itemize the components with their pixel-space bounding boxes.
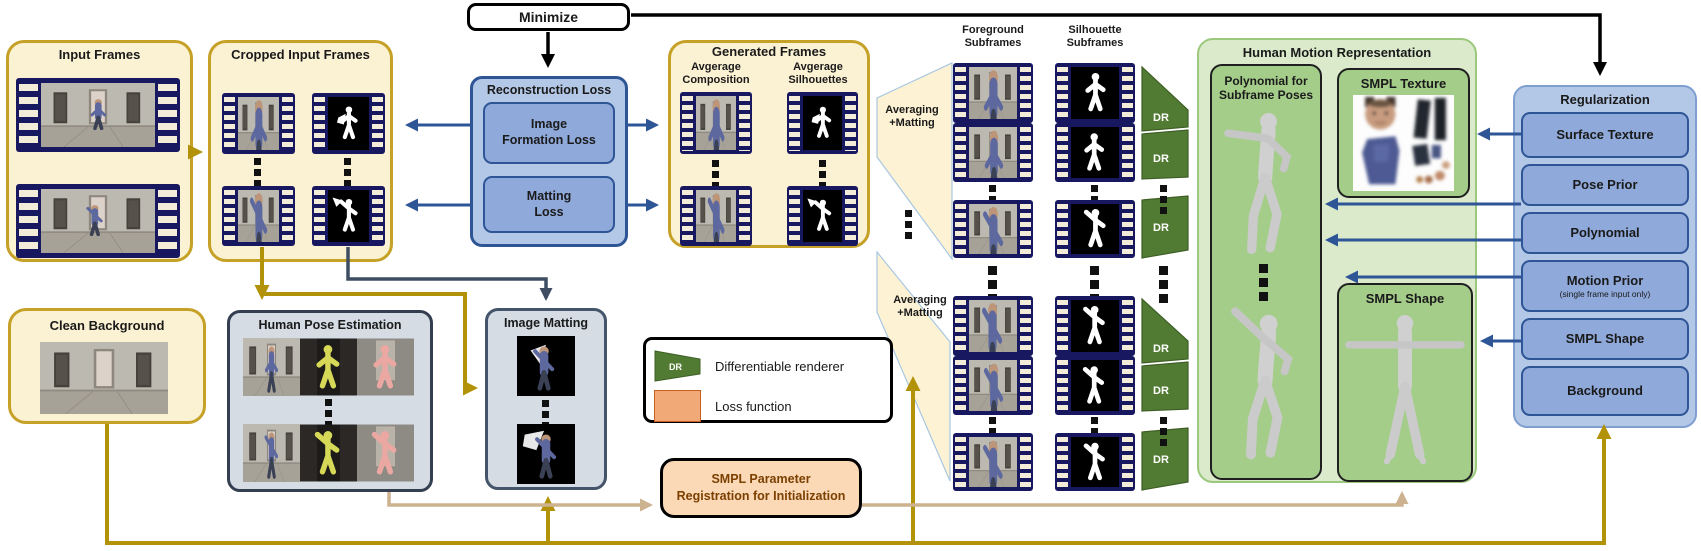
mesh-figure-pose-1 bbox=[1208, 108, 1324, 268]
ellipsis-dots bbox=[819, 160, 826, 189]
ellipsis-dots bbox=[712, 160, 719, 189]
legend-row-renderer: DR Differentiable renderer bbox=[654, 346, 882, 386]
matting-loss-box: Matting Loss bbox=[483, 176, 615, 233]
film-strip-cropped-sil-2 bbox=[312, 186, 385, 246]
film-strip-foreground bbox=[953, 296, 1033, 356]
smpl-registration-label: SMPL Parameter bbox=[711, 472, 811, 487]
human-pose-estimation-title: Human Pose Estimation bbox=[258, 318, 402, 332]
smpl-shape-title: SMPL Shape bbox=[1365, 291, 1445, 306]
generated-frames-title: Generated Frames bbox=[711, 44, 827, 59]
film-strip-foreground bbox=[953, 63, 1033, 123]
film-strip-silhouette bbox=[1055, 296, 1135, 356]
pose-estimation-row-2 bbox=[243, 424, 414, 482]
film-sprockets bbox=[158, 82, 177, 148]
human-motion-representation-title: Human Motion Representation bbox=[1242, 45, 1432, 60]
film-strip-foreground bbox=[953, 356, 1033, 415]
regularization-item-smpl-shape: SMPL Shape bbox=[1521, 318, 1689, 360]
minimize-box: Minimize bbox=[467, 3, 630, 31]
minimize-label: Minimize bbox=[518, 9, 579, 25]
ellipsis-dots bbox=[344, 158, 351, 187]
dr-renderer-label: DR bbox=[669, 362, 682, 372]
legend-loss-label: Loss function bbox=[715, 398, 792, 414]
smpl-registration-box: SMPL Parameter Registration for Initiali… bbox=[660, 458, 862, 518]
film-strip-cropped-rgb-2 bbox=[222, 186, 295, 246]
image-formation-loss-label: Formation Loss bbox=[502, 133, 596, 147]
film-strip-generated-rgb-2 bbox=[680, 186, 752, 246]
dr-trapezoid bbox=[1141, 195, 1189, 259]
mesh-figure-pose-2 bbox=[1208, 306, 1324, 474]
film-strip-silhouette bbox=[1055, 356, 1135, 415]
film-strip-foreground bbox=[953, 123, 1033, 182]
regularization-title: Regularization bbox=[1560, 92, 1650, 107]
ellipsis-dots bbox=[1160, 417, 1167, 446]
matting-loss-label: Loss bbox=[534, 204, 564, 219]
film-strip-silhouette bbox=[1055, 63, 1135, 123]
film-strip-foreground bbox=[953, 200, 1033, 258]
clean-background-image bbox=[40, 342, 168, 414]
film-strip-cropped-rgb-1 bbox=[222, 93, 295, 154]
film-sprockets bbox=[19, 82, 38, 148]
loss-legend-swatch bbox=[654, 390, 701, 422]
dr-renderer-label: DR bbox=[1153, 222, 1169, 234]
smpl-texture-title: SMPL Texture bbox=[1360, 76, 1447, 91]
film-strip-input-2 bbox=[16, 184, 180, 258]
cropped-frames-title: Cropped Input Frames bbox=[231, 47, 370, 62]
film-strip-input-1 bbox=[16, 78, 180, 152]
averaging-matting-label-bottom: Averaging+Matting bbox=[893, 294, 947, 320]
clean-background-title: Clean Background bbox=[49, 318, 165, 333]
dr-legend-swatch: DR bbox=[654, 350, 701, 382]
film-strip-silhouette bbox=[1055, 123, 1135, 182]
dr-renderer-label: DR bbox=[1153, 454, 1169, 466]
regularization-item-background: Background bbox=[1521, 366, 1689, 416]
dr-renderer-label: DR bbox=[1153, 343, 1169, 355]
averaging-fan-top bbox=[876, 62, 953, 261]
reconstruction-loss-title: Reconstruction Loss bbox=[486, 83, 612, 97]
image-matting-title: Image Matting bbox=[503, 316, 589, 330]
smpl-registration-label: Registration for Initialization bbox=[676, 489, 846, 503]
regularization-item-motion-prior: Motion Prior (single frame input only) bbox=[1521, 260, 1689, 312]
image-formation-loss-label: Image bbox=[530, 117, 568, 132]
film-strip-foreground bbox=[953, 433, 1033, 491]
legend-renderer-label: Differentiable renderer bbox=[715, 358, 845, 374]
pose-estimation-row-1 bbox=[243, 338, 414, 396]
matted-person-image-1 bbox=[517, 336, 575, 396]
averaging-matting-label-top: Averaging+Matting bbox=[885, 104, 939, 130]
film-strip-silhouette bbox=[1055, 433, 1135, 491]
ellipsis-dots bbox=[1160, 185, 1167, 214]
ellipsis-dots bbox=[1259, 264, 1268, 301]
ellipsis-dots bbox=[254, 158, 261, 187]
dr-renderer-label: DR bbox=[1153, 112, 1169, 124]
ellipsis-dots bbox=[1159, 266, 1168, 303]
smpl-texture-image bbox=[1353, 95, 1454, 191]
input-frames-title: Input Frames bbox=[58, 47, 141, 62]
dr-trapezoid bbox=[1141, 129, 1189, 180]
film-strip-generated-sil-1 bbox=[787, 92, 858, 154]
dr-trapezoid bbox=[1141, 297, 1189, 364]
regularization-item-pose-prior: Pose Prior bbox=[1521, 164, 1689, 206]
film-sprockets bbox=[158, 188, 177, 254]
film-strip-silhouette bbox=[1055, 200, 1135, 258]
dr-trapezoid bbox=[1141, 361, 1189, 412]
mesh-figure-tpose bbox=[1330, 312, 1480, 476]
matted-person-image-2 bbox=[517, 424, 575, 484]
image-formation-loss-box: Image Formation Loss bbox=[483, 102, 615, 164]
film-strip-cropped-sil-1 bbox=[312, 93, 385, 154]
dr-trapezoid bbox=[1141, 65, 1189, 132]
film-sprockets bbox=[19, 188, 38, 254]
matting-loss-label: Matting bbox=[526, 188, 572, 203]
regularization-item-polynomial: Polynomial bbox=[1521, 212, 1689, 254]
ellipsis-dots bbox=[905, 210, 912, 239]
regularization-item-surface-texture: Surface Texture bbox=[1521, 112, 1689, 158]
dr-renderer-label: DR bbox=[1153, 153, 1169, 165]
legend-box: DR Differentiable renderer Loss function bbox=[643, 337, 893, 423]
film-strip-generated-sil-2 bbox=[787, 186, 858, 246]
dr-renderer-label: DR bbox=[1153, 385, 1169, 397]
film-strip-generated-rgb-1 bbox=[680, 92, 752, 154]
legend-row-loss: Loss function bbox=[654, 386, 882, 426]
